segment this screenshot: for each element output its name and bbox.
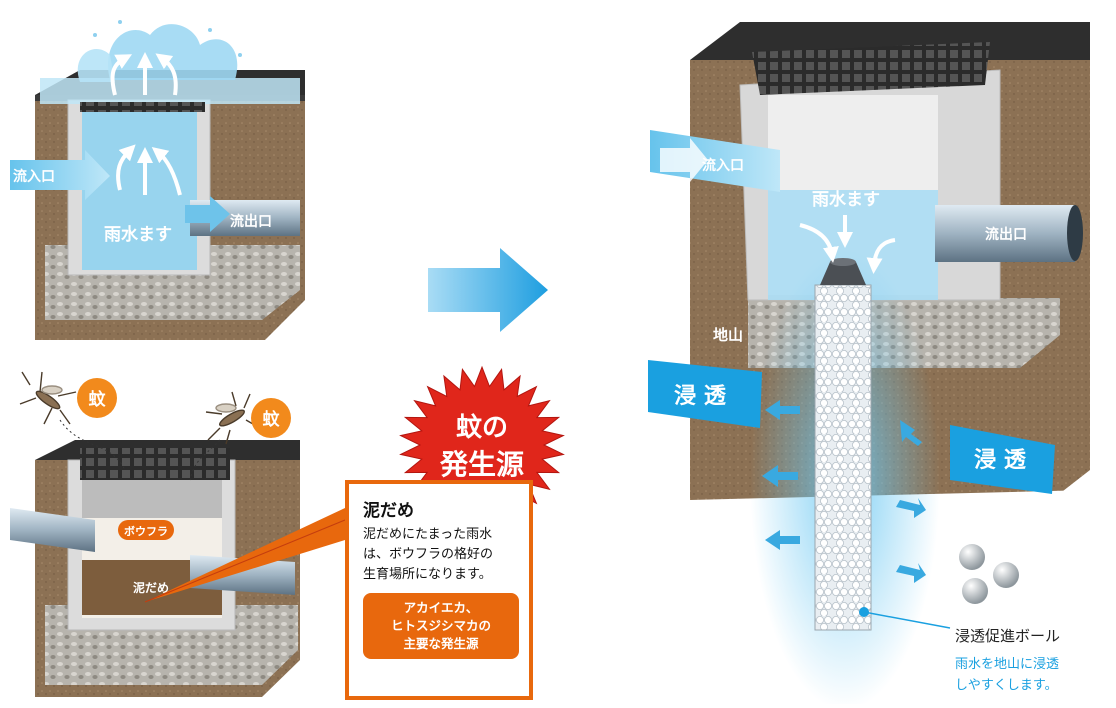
inlet-arrow — [10, 150, 110, 200]
callout-body: 泥だめにたまった雨水 は、ボウフラの格好の 生育場所になります。 — [363, 525, 519, 585]
infiltration-arrow — [896, 498, 926, 518]
grate — [80, 102, 205, 112]
grate-2 — [80, 448, 230, 480]
sludge-label: 泥だめ — [133, 581, 169, 595]
mosquito-badge-2 — [251, 398, 291, 438]
right-grate — [752, 42, 990, 95]
callout-title: 泥だめ — [363, 501, 414, 521]
mosquito-badge-2-text: 蚊 — [263, 409, 281, 430]
starburst-line1: 蚊の — [456, 412, 508, 443]
infiltration-arrow — [765, 530, 800, 550]
mosquito-badge-1-text: 蚊 — [89, 389, 107, 410]
top-left-diagram: 流入口 流出口 雨水ます — [10, 20, 305, 340]
tl-outlet-label: 流出口 — [230, 213, 272, 230]
callout-pointer — [145, 508, 345, 602]
infiltration-label-right — [950, 425, 1055, 494]
callout-body-line: は、ボウフラの格好の — [363, 547, 494, 562]
ball-desc-line2: しやすくします。 — [955, 678, 1058, 693]
infiltration-left-text: 浸 透 — [674, 384, 727, 409]
ground-label: 地山 — [713, 326, 743, 344]
tl-basin-label: 雨水ます — [104, 224, 172, 245]
infiltration-arrow — [896, 563, 926, 583]
ball-desc-line1: 雨水を地山に浸透 — [955, 657, 1059, 672]
infiltration-arrow — [765, 400, 800, 420]
callout-box: 泥だめ 泥だめにたまった雨水 は、ボウフラの格好の 生育場所になります。 アカイ… — [345, 480, 533, 700]
mosquito-icon — [19, 371, 77, 425]
right-basin-label: 雨水ます — [812, 189, 880, 210]
outlet-pipe-2 — [190, 555, 295, 595]
right-inlet-pipe — [650, 130, 780, 192]
infiltration-arrow — [900, 420, 922, 446]
larvae-label: ボウフラ — [124, 524, 168, 538]
right-outlet-pipe — [935, 205, 1075, 262]
mosquito-badge-1 — [77, 378, 117, 418]
callout-badge-line: ヒトスジシマカの — [390, 618, 491, 633]
big-transition-arrow — [428, 248, 548, 332]
bottom-left-diagram: ボウフラ 泥だめ 蚊 蚊 — [10, 371, 300, 697]
infiltration-arrow — [762, 465, 798, 487]
infiltration-right-text: 浸 透 — [974, 448, 1027, 473]
callout-body-line: 生育場所になります。 — [363, 567, 492, 582]
ball-title: 浸透促進ボール — [955, 627, 1060, 645]
inlet-pipe-2 — [10, 508, 95, 552]
ball-column — [814, 284, 872, 631]
right-diagram: 浸 透 浸 透 流入口 流出口 雨水ます 地山 浸透促進ボール 雨水を地山に浸透… — [648, 22, 1090, 708]
column-cap — [820, 262, 866, 285]
starburst-line2: 発生源 — [439, 448, 524, 481]
infiltration-label-left — [648, 360, 762, 428]
right-inlet-label: 流入口 — [702, 157, 744, 174]
larvae-badge — [118, 520, 174, 540]
sphere-icon — [962, 578, 988, 604]
callout-body-line: 泥だめにたまった雨水 — [363, 527, 493, 542]
callout-badge-line: アカイエカ、 — [403, 600, 479, 615]
callout-badge: アカイエカ、 ヒトスジシマカの 主要な発生源 — [363, 593, 519, 659]
sphere-icon — [993, 562, 1019, 588]
right-outlet-label: 流出口 — [985, 226, 1027, 243]
sphere-icon — [959, 544, 985, 570]
callout-badge-line: 主要な発生源 — [403, 636, 479, 651]
tl-inlet-label: 流入口 — [13, 168, 55, 185]
